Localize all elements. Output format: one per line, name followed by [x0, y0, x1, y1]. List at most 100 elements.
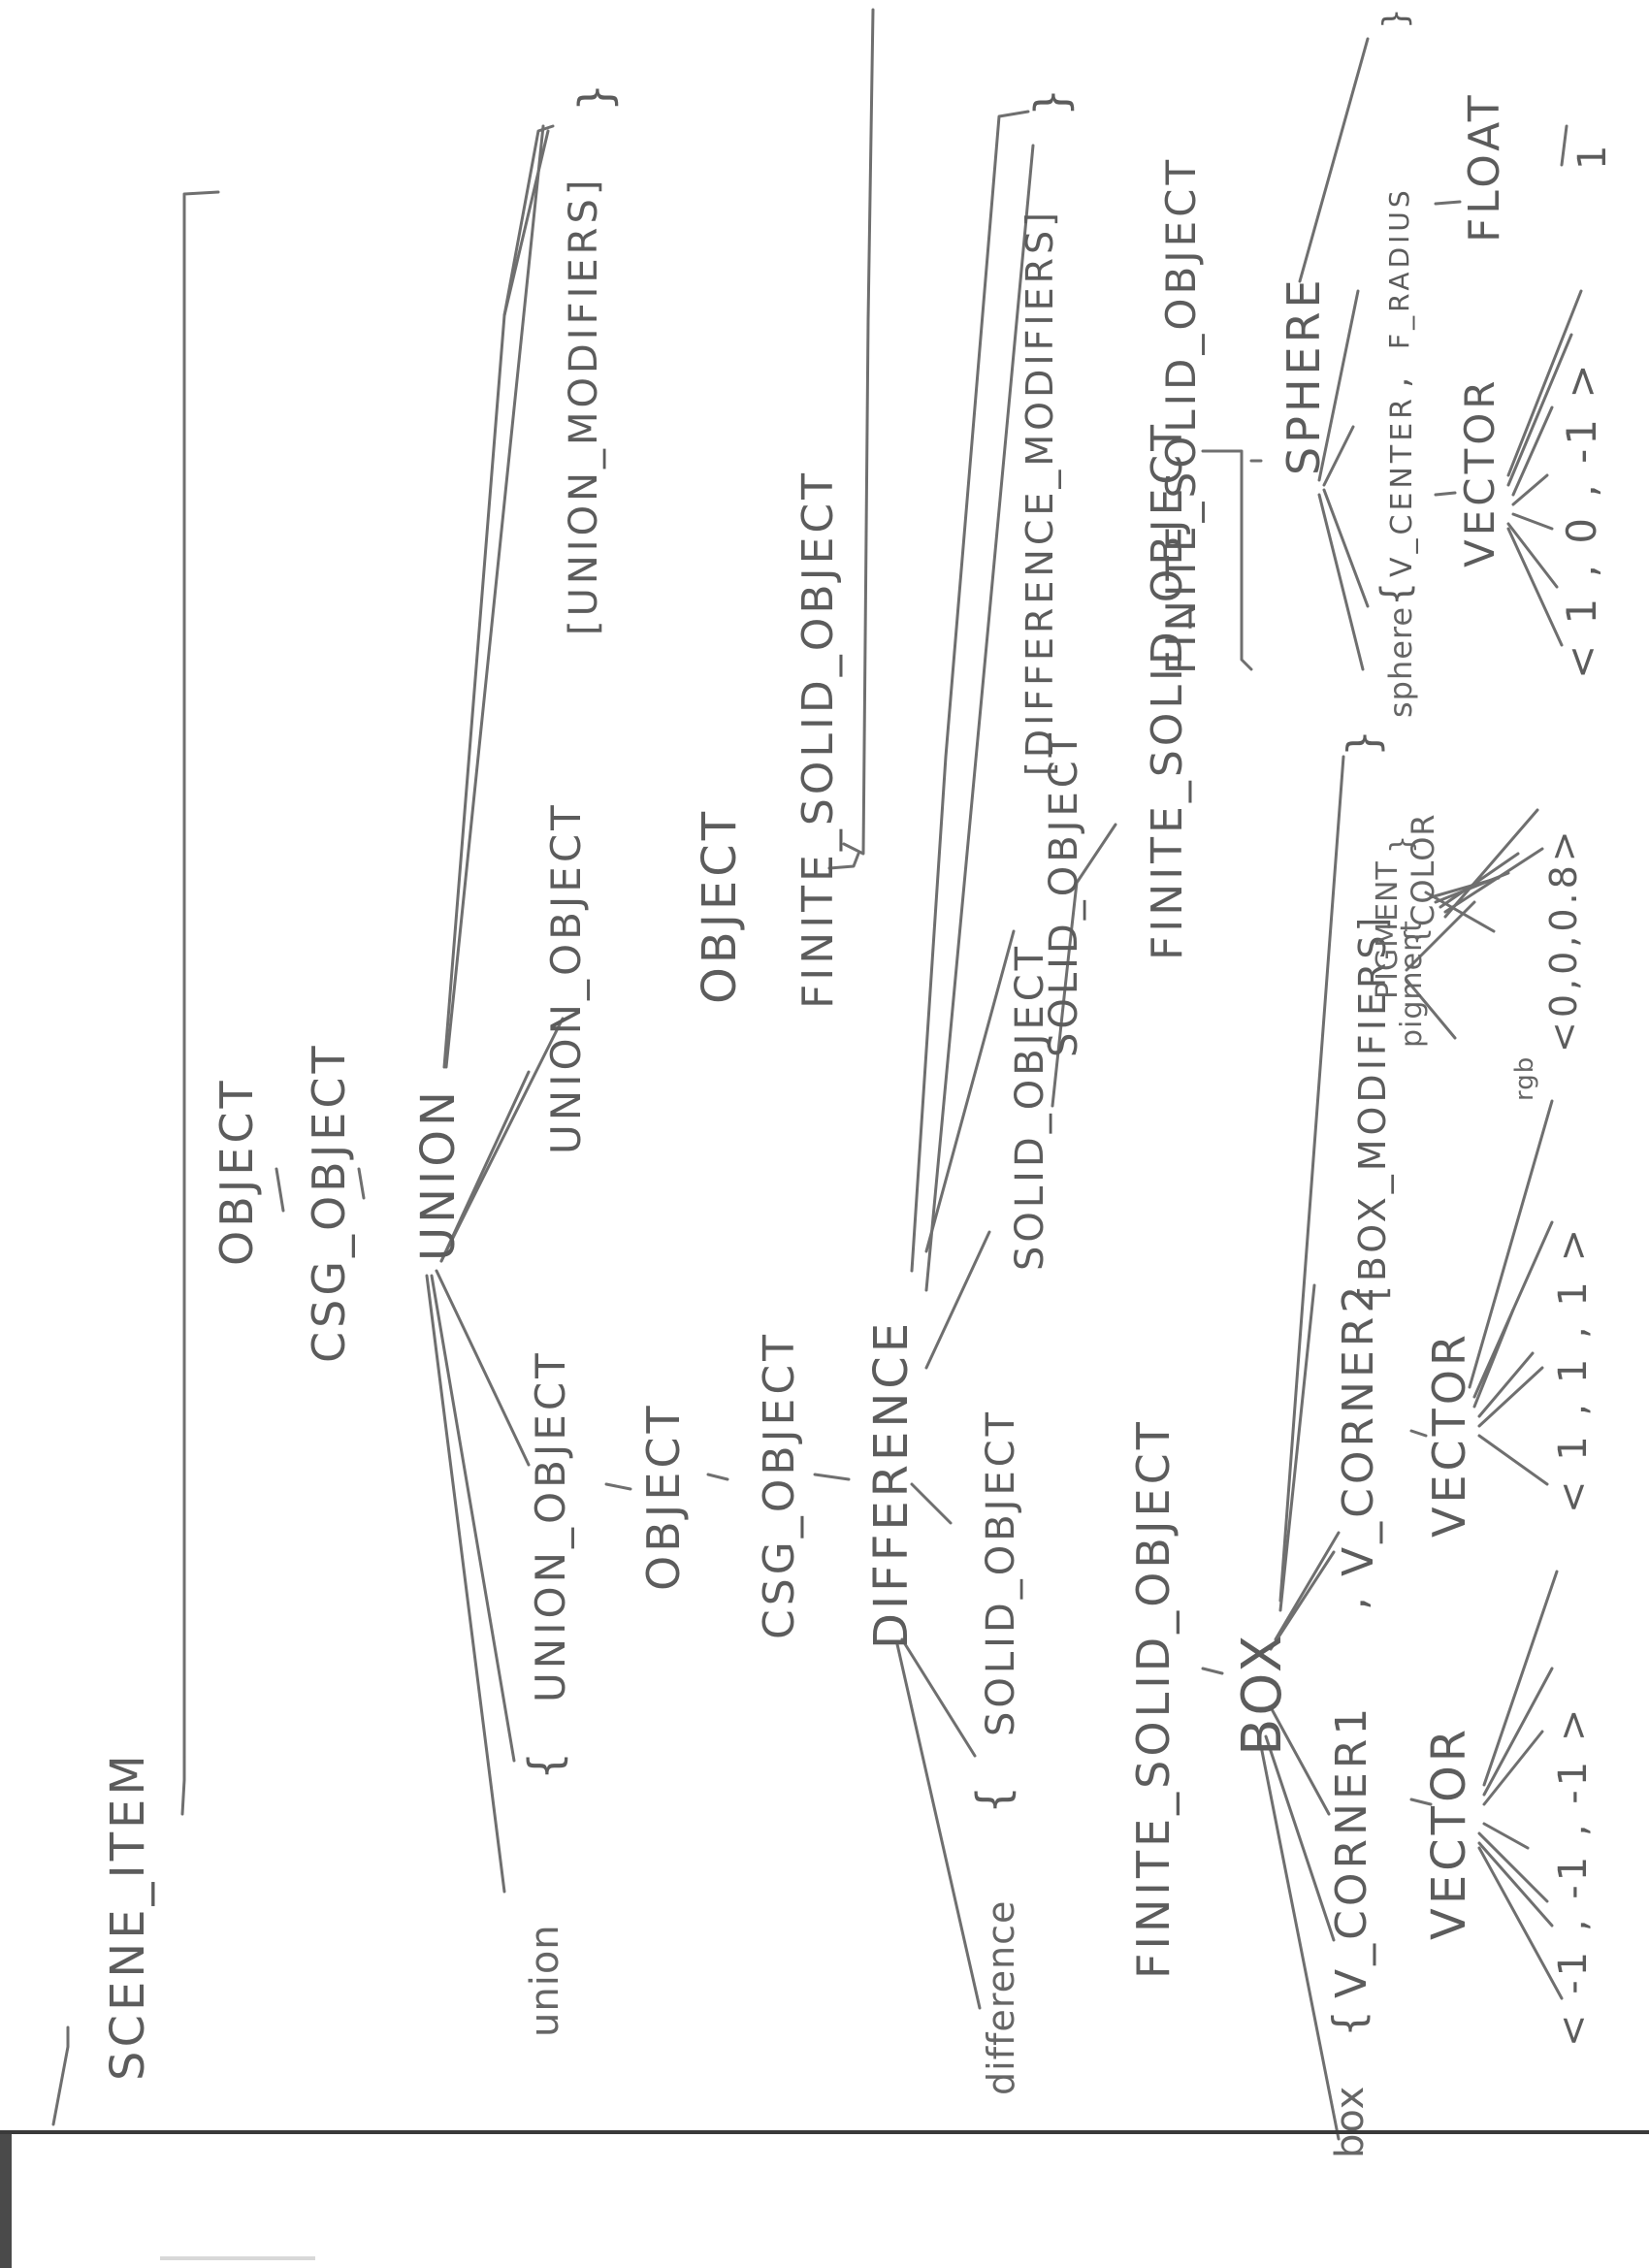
- edge-vc1-vector: [1409, 1798, 1433, 1806]
- edge-diff-solid1: [910, 1482, 953, 1525]
- node-sphere-keyword: sphere: [1382, 606, 1419, 718]
- edge-v1-e: [1482, 1730, 1544, 1806]
- node-color-value: <0,0,0.8>: [1542, 826, 1585, 1053]
- node-comma-2: ,: [1377, 373, 1417, 388]
- edge-v1-c: [1477, 1831, 1549, 1903]
- node-solid-object-3: SOLID_OBJECT: [1042, 729, 1086, 1057]
- node-f-radius: F_RADIUS: [1383, 186, 1415, 349]
- node-solid-object-2: SOLID_OBJECT: [1008, 943, 1052, 1271]
- node-box: BOX: [1231, 1632, 1294, 1756]
- edge-vc2-vector: [1409, 1429, 1428, 1438]
- node-sphere: SPHERE: [1277, 275, 1330, 475]
- node-comma-1: ,: [1327, 1593, 1376, 1610]
- edge-box-vcorner2: [1274, 1531, 1341, 1641]
- edge-v3-g: [1506, 289, 1583, 477]
- node-pigment-brace: {: [1400, 926, 1434, 946]
- node-solid-object-1: SOLID_OBJECT: [979, 1409, 1023, 1736]
- edge-v1-d: [1482, 1822, 1530, 1850]
- node-float-value: 1: [1570, 142, 1615, 170]
- edge-union-keyword: [425, 1274, 506, 1894]
- node-finite-solid-object-right: FINITE_SOLID_OBJECT: [793, 470, 843, 1009]
- edge-v3-e: [1511, 405, 1554, 497]
- edge-union-object2b: [439, 1070, 531, 1263]
- edge-csg-union: [357, 1167, 366, 1200]
- edge-solid3-finite: [1051, 823, 1117, 1108]
- tree-labels: SCENE_ITEM OBJECT CSG_OBJECT UNION union…: [101, 4, 1615, 2158]
- edge-v2-c: [1477, 1351, 1535, 1418]
- edge-v1-a: [1477, 1846, 1564, 2000]
- edge-box-close: [1278, 755, 1345, 1603]
- edge-v3-b: [1506, 522, 1559, 589]
- edge-csg-difference: [813, 1473, 851, 1481]
- edge-v1-b: [1477, 1841, 1554, 1928]
- edge-union-modifiers: [444, 124, 545, 1069]
- edge-right-solid-object: [842, 8, 875, 856]
- edge-diff-modifiers: [924, 929, 1016, 1253]
- edge-finite-box: [1201, 1667, 1224, 1675]
- edge-union-brace: [430, 1274, 516, 1763]
- node-pigment-keyword: pigment: [1395, 920, 1429, 1048]
- node-box-modifiers: [BOX_MODIFIERS]: [1351, 914, 1394, 1300]
- node-difference-close-brace: }: [1025, 84, 1078, 116]
- node-vector-2: VECTOR: [1423, 1331, 1475, 1538]
- edge-box-modifiers: [1278, 1283, 1316, 1612]
- edge-v2-a: [1477, 1434, 1549, 1486]
- edge-v1-f: [1482, 1667, 1554, 1797]
- edge-sphere-fradius: [1317, 289, 1360, 482]
- node-difference: DIFFERENCE: [864, 1319, 919, 1649]
- edge-v2-e: [1472, 1220, 1554, 1399]
- node-scene-item: SCENE_ITEM: [101, 1751, 155, 2081]
- edge-finite-sphere-bracket: [1201, 449, 1253, 671]
- edge-diff-keyword: [895, 1642, 982, 2010]
- node-vector-1-value: < -1 , -1 , -1 >: [1551, 1705, 1596, 2047]
- edge-color-e: [1429, 876, 1501, 899]
- node-vector-3-value: < 1 , 0 , -1 >: [1558, 360, 1605, 679]
- node-vector-3: VECTOR: [1456, 377, 1504, 568]
- node-union-object-2: UNION_OBJECT: [542, 801, 590, 1154]
- edge-union-object1: [435, 1269, 531, 1467]
- node-color: COLOR: [1405, 813, 1441, 926]
- node-union-close-brace: }: [569, 80, 622, 112]
- node-difference-modifiers: [DIFFERENCE_MODIFIERS]: [1018, 209, 1061, 776]
- scan-edge-shadow: [0, 2134, 12, 2268]
- edge-float-value: [1560, 124, 1568, 167]
- node-v-corner1: V_CORNER1: [1327, 1704, 1376, 1998]
- node-union: UNION: [411, 1087, 466, 1261]
- edge-object-csg: [275, 1167, 285, 1213]
- edge-scene-bottom: [51, 2025, 70, 2126]
- node-box-keyword: box: [1328, 2086, 1373, 2158]
- node-pigment: PIGMENT: [1371, 860, 1405, 999]
- edge-box-vcorner1: [1269, 1705, 1331, 1816]
- node-rgb-keyword: rgb: [1510, 1056, 1539, 1101]
- edge-object-csg-mid: [706, 1473, 729, 1481]
- edge-uo-object: [604, 1482, 632, 1491]
- edge-v3-a: [1506, 527, 1564, 647]
- edge-diff-close-b: [910, 110, 1030, 1273]
- node-union-keyword: union: [523, 1924, 567, 2037]
- edge-v2-b: [1477, 1366, 1544, 1428]
- edge-union-close-tick: [502, 124, 555, 317]
- node-v-corner2: V_CORNER2: [1334, 1282, 1383, 1576]
- edge-sphere-keyword: [1317, 493, 1365, 671]
- edge-color-a: [1443, 808, 1539, 919]
- node-csg-object-mid: CSG_OBJECT: [755, 1331, 804, 1639]
- edge-diff-close: [924, 144, 1035, 1292]
- node-float: FLOAT: [1460, 91, 1509, 243]
- edge-sphere-close: [1298, 37, 1370, 283]
- node-union-object-1: UNION_OBJECT: [527, 1349, 574, 1702]
- edge-pigment-keyword: [1405, 978, 1457, 1040]
- node-finite-solid-object-sphere: FINITE_SOLID_OBJECT: [1157, 156, 1205, 674]
- edge-vcenter-vector: [1434, 491, 1457, 497]
- edge-sphere-vcenter: [1322, 488, 1370, 608]
- node-union-modifiers: [UNION_MODIFIERS]: [562, 177, 606, 635]
- edge-box-comma: [1269, 1550, 1336, 1651]
- node-object-top: OBJECT: [210, 1077, 263, 1266]
- node-sphere-close-brace: }: [1376, 4, 1415, 29]
- node-vector-1: VECTOR: [1422, 1726, 1476, 1940]
- node-vector-2-value: < 1 , 1 , 1 >: [1551, 1225, 1596, 1513]
- node-finite-solid-object-low: FINITE_SOLID_OBJECT: [1127, 1418, 1180, 1979]
- node-pigment-close-brace: }: [1385, 834, 1419, 854]
- edge-scene-object: [182, 190, 220, 1758]
